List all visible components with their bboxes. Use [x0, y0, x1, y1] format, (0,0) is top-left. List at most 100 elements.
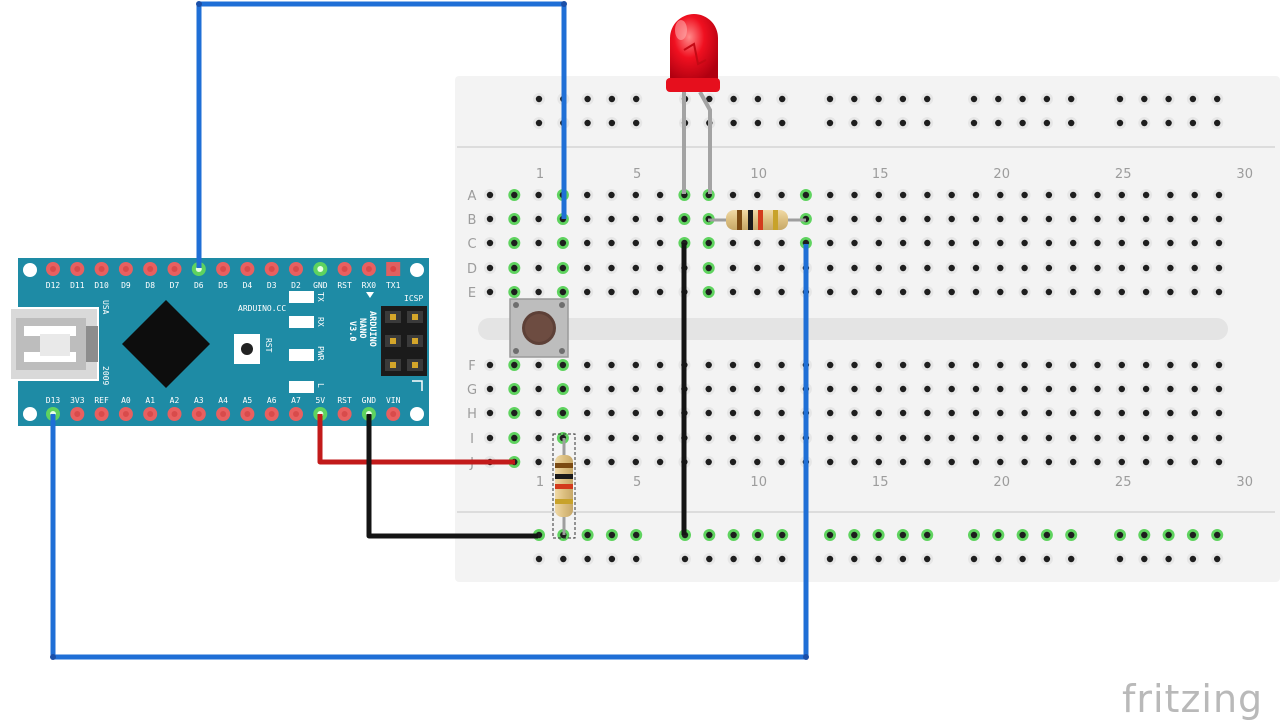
breadboard-hole	[1164, 213, 1177, 225]
breadboard-hole	[824, 286, 837, 298]
breadboard-hole	[751, 432, 764, 444]
breadboard-hole	[994, 262, 1007, 274]
arduino-pin	[264, 262, 279, 276]
breadboard-hole	[1164, 189, 1177, 201]
breadboard-hole	[581, 432, 594, 444]
breadboard-hole	[897, 383, 910, 395]
breadboard-hole	[751, 286, 764, 298]
breadboard-hole	[581, 456, 594, 468]
pin-label: D6	[194, 281, 204, 290]
arduino-pin	[118, 262, 133, 276]
breadboard-hole	[1067, 432, 1080, 444]
breadboard-hole	[484, 286, 496, 298]
breadboard-hole	[1188, 456, 1201, 468]
board-name-line1: ARDUINO	[367, 311, 377, 347]
led-label-rx: RX	[316, 317, 325, 327]
row-letter: F	[468, 359, 475, 374]
breadboard-hole	[532, 286, 545, 298]
row-letter: A	[468, 189, 477, 204]
pin-label: A4	[218, 396, 228, 405]
arduino-pin	[264, 407, 279, 421]
breadboard-hole	[921, 286, 934, 298]
breadboard-hole	[1067, 383, 1080, 395]
breadboard-hole	[727, 359, 739, 371]
breadboard-hole	[775, 262, 788, 274]
breadboard-hole	[727, 383, 739, 395]
breadboard-hole	[824, 432, 837, 444]
breadboard-holes	[484, 93, 1225, 565]
rail-hole	[703, 529, 716, 541]
breadboard-hole	[848, 456, 861, 468]
rail-hole	[992, 553, 1005, 565]
rail-hole	[1016, 93, 1029, 105]
rail-hole	[581, 553, 594, 565]
rail-hole	[605, 117, 618, 129]
breadboard-hole	[1115, 262, 1128, 274]
pushbutton[interactable]	[509, 298, 569, 358]
breadboard-hole	[1164, 456, 1177, 468]
rail-hole	[581, 93, 594, 105]
breadboard-hole	[508, 432, 521, 444]
breadboard-hole	[727, 456, 739, 468]
breadboard-hole	[921, 432, 934, 444]
breadboard-hole	[1042, 407, 1055, 419]
breadboard-hole	[1140, 262, 1153, 274]
rail-hole	[921, 529, 934, 541]
breadboard-hole	[897, 262, 910, 274]
breadboard-hole	[654, 286, 667, 298]
breadboard-hole	[727, 432, 739, 444]
breadboard-hole	[1067, 407, 1080, 419]
breadboard-hole	[751, 189, 764, 201]
arduino-pin	[94, 407, 109, 421]
breadboard-hole	[1067, 237, 1080, 249]
pin-label: D7	[170, 281, 180, 290]
rail-hole	[1040, 553, 1053, 565]
pin-label: GND	[313, 281, 328, 290]
breadboard-hole	[751, 456, 764, 468]
icsp-label: ICSP	[404, 294, 423, 303]
column-number: 20	[993, 167, 1010, 182]
breadboard-hole	[1067, 359, 1080, 371]
breadboard-hole	[945, 237, 958, 249]
breadboard-hole	[872, 456, 885, 468]
pin-label: A3	[194, 396, 204, 405]
breadboard-hole	[532, 189, 545, 201]
breadboard-hole	[702, 432, 715, 444]
reset-button[interactable]	[234, 334, 260, 364]
rail-hole	[1065, 553, 1078, 565]
rail-hole	[1186, 529, 1199, 541]
rail-hole	[1040, 93, 1053, 105]
rail-hole	[992, 529, 1005, 541]
breadboard-hole	[897, 359, 910, 371]
fritzing-watermark: fritzing	[1122, 678, 1264, 720]
column-number: 25	[1115, 475, 1132, 490]
rail-hole	[1138, 93, 1151, 105]
breadboard-hole	[994, 213, 1007, 225]
breadboard-hole	[848, 432, 861, 444]
breadboard-hole	[775, 456, 788, 468]
rail-hole	[1186, 93, 1199, 105]
pin-label: D4	[243, 281, 253, 290]
breadboard-hole	[556, 262, 569, 274]
breadboard-hole	[1042, 432, 1055, 444]
pin-label: TX1	[386, 281, 401, 290]
rst-button-label: RST	[264, 338, 273, 353]
breadboard-hole	[532, 383, 545, 395]
arduino-pin	[118, 407, 133, 421]
breadboard-hole	[945, 456, 958, 468]
pin-label: RST	[337, 396, 352, 405]
pin-label: D5	[218, 281, 228, 290]
pin-label: GND	[362, 396, 377, 405]
breadboard-hole	[508, 407, 521, 419]
arduino-pin	[289, 407, 303, 421]
rail-hole	[581, 117, 594, 129]
breadboard-hole	[994, 237, 1007, 249]
rail-hole	[896, 553, 909, 565]
breadboard-hole	[1115, 286, 1128, 298]
breadboard-hole	[945, 189, 958, 201]
pin-label: D10	[94, 281, 109, 290]
breadboard-hole	[1067, 189, 1080, 201]
breadboard-hole	[848, 286, 861, 298]
rail-hole	[605, 553, 618, 565]
arduino-pin	[46, 262, 60, 276]
